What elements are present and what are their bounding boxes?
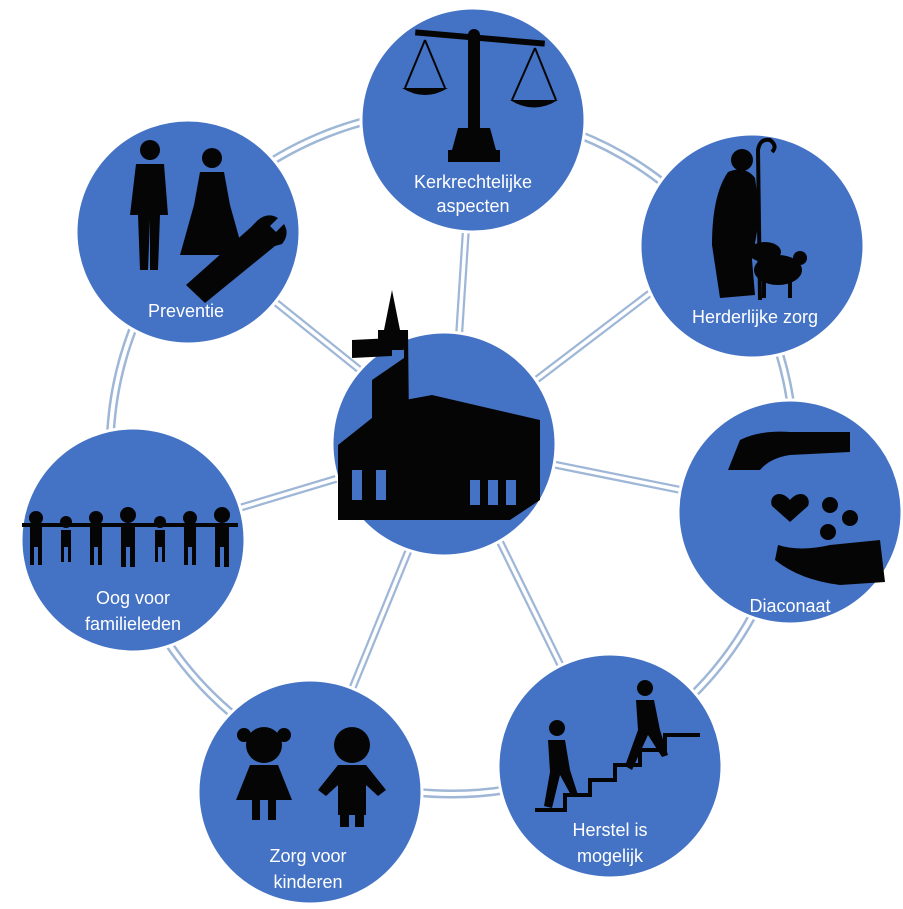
node-label-herder: Herderlijke zorg bbox=[692, 307, 818, 327]
shepherd-icon bbox=[712, 137, 807, 301]
node-label-diaconaat: Diaconaat bbox=[749, 596, 830, 616]
node-preventie[interactable]: Preventie bbox=[74, 118, 302, 346]
center-node bbox=[330, 290, 558, 558]
node-label-kinderen: Zorg voor bbox=[269, 846, 346, 866]
node-familie[interactable]: Oog voor familieleden bbox=[19, 426, 247, 654]
node-diaconaat[interactable]: Diaconaat bbox=[676, 398, 903, 626]
node-label-familie: Oog voor bbox=[96, 588, 170, 608]
node-label-herstel-2: mogelijk bbox=[577, 846, 644, 866]
node-label-preventie: Preventie bbox=[148, 301, 224, 321]
node-label-familie-2: familieleden bbox=[85, 614, 181, 634]
children-icon bbox=[236, 727, 386, 827]
node-label-kerkrecht-2: aspecten bbox=[436, 196, 509, 216]
node-label-kerkrecht: Kerkrechtelijke bbox=[414, 172, 532, 192]
giving-hands-icon bbox=[728, 431, 885, 585]
node-label-kinderen-2: kinderen bbox=[273, 872, 342, 892]
node-herder[interactable]: Herderlijke zorg bbox=[638, 132, 866, 360]
node-kerkrecht[interactable]: Kerkrechtelijke aspecten bbox=[359, 6, 587, 234]
climbing-stairs-icon bbox=[535, 680, 700, 812]
node-label-herstel: Herstel is bbox=[572, 820, 647, 840]
church-icon bbox=[338, 290, 540, 520]
family-chain-icon bbox=[22, 507, 238, 567]
node-kinderen[interactable]: Zorg voor kinderen bbox=[196, 678, 424, 906]
balance-scale-icon bbox=[402, 29, 558, 162]
couple-wrench-icon bbox=[130, 140, 287, 303]
node-herstel[interactable]: Herstel is mogelijk bbox=[496, 652, 724, 880]
